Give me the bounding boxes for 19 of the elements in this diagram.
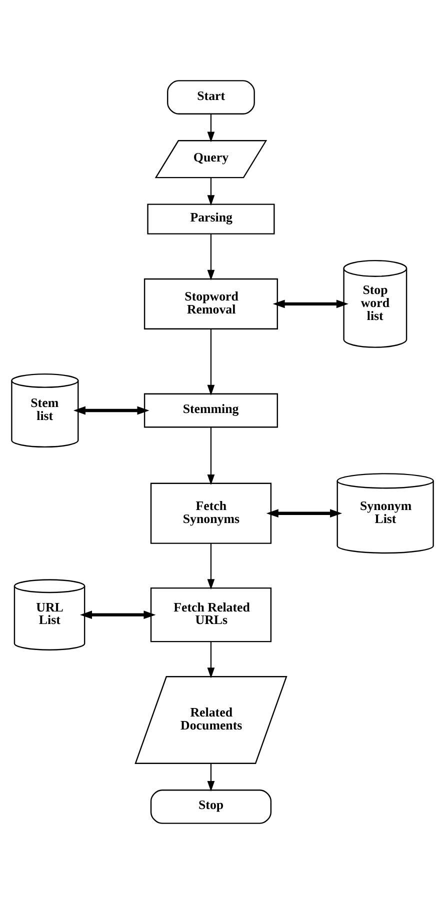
node-box: Start <box>167 80 255 114</box>
arrow <box>207 178 215 206</box>
arrow <box>272 300 348 308</box>
arrow <box>207 642 215 678</box>
node-box: Parsing <box>147 204 275 234</box>
arrow <box>207 763 215 792</box>
node-box: Stopword Removal <box>144 278 278 330</box>
arrow <box>266 509 342 518</box>
arrow <box>207 234 215 280</box>
node-box: Stemming <box>144 393 278 428</box>
arrow <box>73 406 150 415</box>
node-box: Stop <box>150 790 272 824</box>
arrow <box>207 328 215 396</box>
arrow <box>207 114 215 142</box>
arrow <box>207 427 215 486</box>
node-box: Fetch Synonyms <box>150 482 272 544</box>
node-box: Fetch Related URLs <box>150 587 272 642</box>
arrow <box>207 543 215 590</box>
arrow <box>80 610 156 620</box>
